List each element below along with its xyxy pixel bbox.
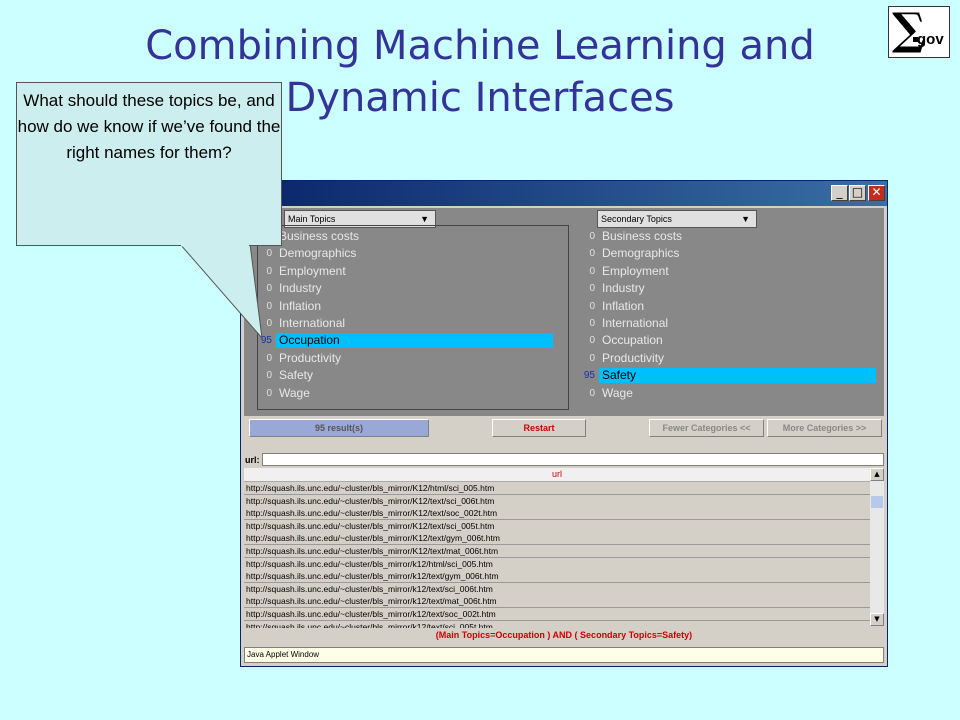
minimize-button[interactable]: _ bbox=[831, 185, 848, 201]
slide-title-line-1: Combining Machine Learning and bbox=[145, 23, 815, 69]
maximize-button[interactable]: □ bbox=[849, 185, 866, 201]
table-header-url[interactable]: url bbox=[244, 468, 870, 482]
scroll-down-icon[interactable]: ▼ bbox=[870, 613, 884, 626]
topic-label: Demographics bbox=[279, 246, 357, 261]
table-row[interactable]: http://squash.ils.unc.edu/~cluster/bls_m… bbox=[244, 494, 870, 508]
topic-count: 0 bbox=[589, 335, 595, 347]
slide-title-line-2: Dynamic Interfaces bbox=[285, 75, 675, 121]
topic-label: Productivity bbox=[279, 350, 342, 365]
topic-label: International bbox=[279, 316, 346, 330]
topic-label: Inflation bbox=[279, 298, 322, 313]
topic-count: 0 bbox=[589, 265, 595, 277]
topic-count: 0 bbox=[266, 370, 272, 382]
topic-count: 0 bbox=[266, 283, 272, 295]
table-row[interactable]: http://squash.ils.unc.edu/~cluster/bls_m… bbox=[244, 595, 870, 609]
topic-label: Employment bbox=[602, 263, 669, 278]
topic-count: 0 bbox=[266, 318, 272, 329]
table-row[interactable]: http://squash.ils.unc.edu/~cluster/bls_m… bbox=[244, 482, 870, 495]
close-button[interactable]: ✕ bbox=[868, 185, 885, 201]
callout-text: What should these topics be, and how do … bbox=[17, 91, 281, 162]
table-row[interactable]: http://squash.ils.unc.edu/~cluster/bls_m… bbox=[244, 545, 870, 558]
topic-count: 0 bbox=[266, 265, 272, 277]
topic-label: Wage bbox=[602, 385, 633, 400]
topic-label: Occupation bbox=[602, 333, 663, 348]
url-bar: url: bbox=[244, 453, 884, 467]
scroll-up-icon[interactable]: ▲ bbox=[870, 468, 884, 481]
topic-label: Industry bbox=[602, 281, 645, 296]
topic-label: Safety bbox=[599, 368, 876, 384]
scroll-thumb[interactable] bbox=[871, 496, 883, 508]
topic-count: 0 bbox=[589, 248, 595, 260]
splitter[interactable] bbox=[244, 442, 884, 452]
topic-count: 0 bbox=[266, 300, 272, 312]
topic-label: Occupation bbox=[276, 333, 553, 349]
table-row[interactable]: http://squash.ils.unc.edu/~cluster/bls_m… bbox=[244, 608, 870, 621]
topic-count: 0 bbox=[589, 231, 595, 242]
topic-count: 0 bbox=[266, 387, 272, 399]
fewer-categories-button[interactable]: Fewer Categories << bbox=[649, 419, 764, 437]
topic-count: 0 bbox=[589, 300, 595, 312]
chevron-down-icon: ▼ bbox=[420, 214, 429, 224]
sigma-icon: ∑ bbox=[892, 4, 926, 55]
topic-label: Inflation bbox=[602, 298, 645, 313]
logo-dot bbox=[913, 37, 918, 42]
vertical-scrollbar[interactable]: ▲ ▼ bbox=[870, 468, 884, 626]
table-row[interactable]: http://squash.ils.unc.edu/~cluster/bls_m… bbox=[244, 532, 870, 546]
logo-text: gov bbox=[917, 31, 944, 48]
sigma-gov-logo: ∑ gov bbox=[888, 4, 950, 58]
main-topics-dropdown-label: Main Topics bbox=[288, 214, 336, 224]
results-table: url http://squash.ils.unc.edu/~cluster/b… bbox=[244, 468, 884, 634]
url-label: url: bbox=[245, 455, 260, 465]
applet-status-bar: Java Applet Window bbox=[244, 647, 884, 663]
topic-count: 95 bbox=[583, 370, 595, 382]
window-titlebar[interactable]: _ □ ✕ bbox=[241, 181, 887, 206]
topic-label: Business costs bbox=[279, 229, 360, 243]
url-input[interactable] bbox=[262, 453, 884, 466]
callout-bubble bbox=[16, 82, 282, 246]
topic-count: 0 bbox=[266, 248, 272, 260]
topic-label: Productivity bbox=[602, 350, 665, 365]
table-row[interactable]: http://squash.ils.unc.edu/~cluster/bls_m… bbox=[244, 519, 870, 533]
topic-label: Safety bbox=[279, 368, 314, 383]
secondary-topics-dropdown[interactable]: Secondary Topics ▼ bbox=[597, 210, 757, 228]
table-row[interactable]: http://squash.ils.unc.edu/~cluster/bls_m… bbox=[244, 570, 870, 584]
button-bar: 95 result(s) Restart Fewer Categories <<… bbox=[244, 416, 884, 440]
results-button[interactable]: 95 result(s) bbox=[249, 419, 429, 437]
topic-label: Wage bbox=[279, 385, 310, 400]
table-row[interactable]: http://squash.ils.unc.edu/~cluster/bls_m… bbox=[244, 582, 870, 596]
topic-count: 0 bbox=[266, 352, 272, 364]
applet-window: _ □ ✕ Main Topics ▼ Secondary Topics ▼ B… bbox=[240, 180, 888, 667]
topic-count: 0 bbox=[589, 352, 595, 364]
table-row[interactable]: http://squash.ils.unc.edu/~cluster/bls_m… bbox=[244, 507, 870, 521]
topic-label: Industry bbox=[279, 281, 322, 296]
topic-count: 0 bbox=[589, 283, 595, 295]
topic-label: Business costs bbox=[602, 229, 683, 243]
topics-panel: Main Topics ▼ Secondary Topics ▼ Busines… bbox=[244, 208, 884, 416]
secondary-topics-dropdown-label: Secondary Topics bbox=[601, 214, 672, 224]
topic-label: Employment bbox=[279, 263, 346, 278]
chevron-down-icon: ▼ bbox=[741, 214, 750, 224]
topic-label: Demographics bbox=[602, 246, 680, 261]
topic-count: 0 bbox=[589, 318, 595, 329]
more-categories-button[interactable]: More Categories >> bbox=[767, 419, 882, 437]
query-text: (Main Topics=Occupation ) AND ( Secondar… bbox=[244, 628, 884, 642]
topic-label: International bbox=[602, 316, 669, 330]
restart-button[interactable]: Restart bbox=[492, 419, 586, 437]
topic-count: 0 bbox=[589, 387, 595, 399]
main-topics-dropdown[interactable]: Main Topics ▼ bbox=[284, 210, 436, 228]
topic-count: 95 bbox=[260, 335, 272, 347]
table-row[interactable]: http://squash.ils.unc.edu/~cluster/bls_m… bbox=[244, 557, 870, 571]
